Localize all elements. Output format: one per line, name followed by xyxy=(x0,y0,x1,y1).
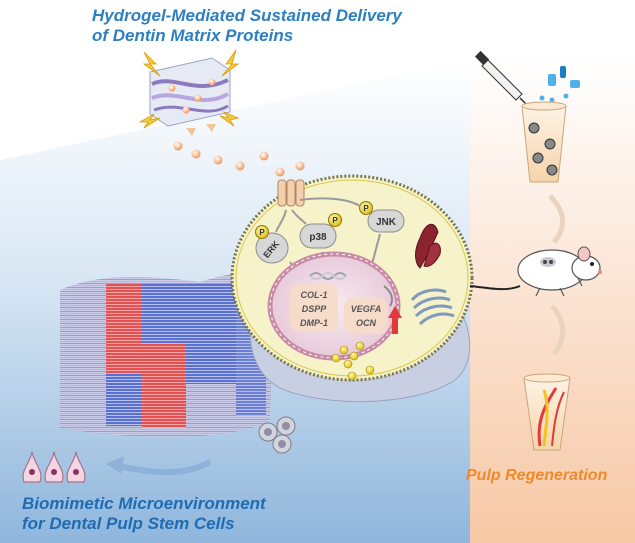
flow-arrow-to-stem-cells xyxy=(117,459,212,476)
jnk-label: JNK xyxy=(376,217,397,228)
stem-cell-icons xyxy=(22,451,86,483)
bottom-caption-line-1: Biomimetic Microenvironment xyxy=(22,494,266,513)
upregulation-arrow xyxy=(388,306,402,334)
regenerated-pulp-cup xyxy=(523,373,571,451)
gene-label: VEGFA xyxy=(351,304,382,314)
dna-icon xyxy=(309,272,347,280)
phospho-label: P xyxy=(332,216,338,225)
scaffold-cup-top xyxy=(521,101,567,183)
bottom-caption-line-2: for Dental Pulp Stem Cells xyxy=(22,514,235,533)
released-protein-particles xyxy=(173,141,305,177)
mouse-tail xyxy=(469,285,521,291)
flow-arrow-cup-to-mouse xyxy=(548,194,565,244)
jnk-node: JNK P xyxy=(359,201,405,233)
mouse-icon xyxy=(517,246,602,297)
p38-node: p38 P xyxy=(299,213,342,249)
syringe-icon xyxy=(474,50,529,107)
title-line-2: of Dentin Matrix Proteins xyxy=(92,26,294,45)
transcription-arrow xyxy=(383,285,393,307)
cell-cluster-icon xyxy=(258,416,296,454)
gene-label: OCN xyxy=(356,318,377,328)
phospho-label: P xyxy=(259,228,265,237)
erk-node: ERK P xyxy=(255,225,289,264)
vesicles xyxy=(331,341,375,381)
gene-expression-heatmap xyxy=(60,273,274,438)
bottom-caption: Biomimetic Microenvironment for Dental P… xyxy=(22,494,266,534)
figure-title: Hydrogel-Mediated Sustained Delivery of … xyxy=(92,6,402,46)
lightning-icons xyxy=(138,49,240,136)
gene-box-right: VEGFA OCN xyxy=(344,298,388,334)
flow-arrow-mouse-to-tooth xyxy=(550,304,566,356)
gene-label: DSPP xyxy=(302,304,328,314)
dna-icon xyxy=(309,272,347,280)
spray-icon xyxy=(539,66,580,103)
membrane-receptor xyxy=(277,179,305,207)
hydrogel-block xyxy=(149,57,231,127)
p38-label: p38 xyxy=(309,232,327,243)
title-line-1: Hydrogel-Mediated Sustained Delivery xyxy=(92,6,402,25)
pulp-regeneration-text: Pulp Regeneration xyxy=(466,467,608,484)
pulp-regeneration-label: Pulp Regeneration xyxy=(466,466,607,486)
gene-box-left: COL-1 DSPP DMP-1 xyxy=(290,284,338,332)
golgi-icon xyxy=(410,288,455,326)
arrowhead xyxy=(106,456,124,474)
phospho-label: P xyxy=(363,204,369,213)
gene-label: COL-1 xyxy=(301,290,328,300)
gene-label: DMP-1 xyxy=(300,318,328,328)
mitochondria-icon xyxy=(415,223,441,269)
